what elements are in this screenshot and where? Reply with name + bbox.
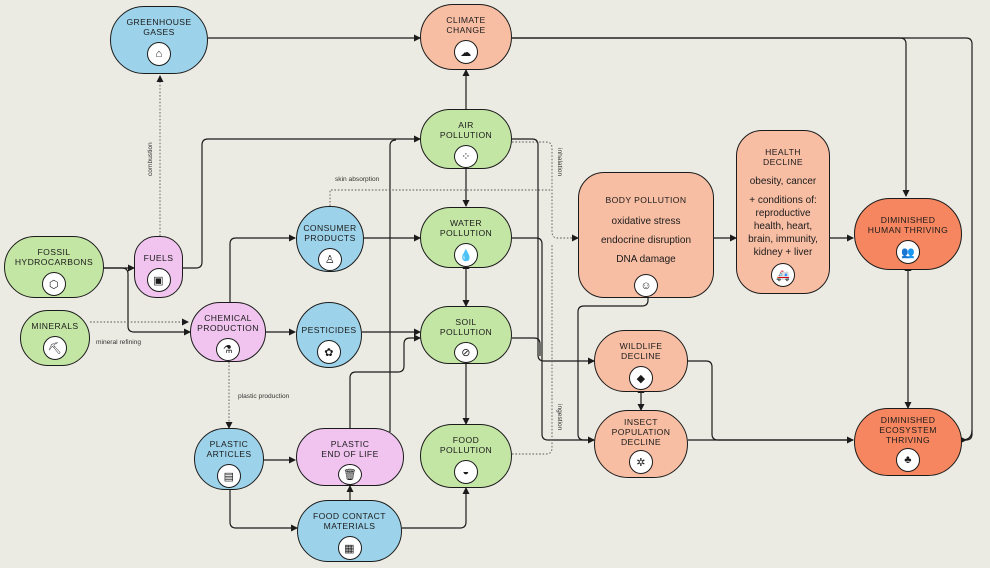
node-food-contact-materials[interactable]: FOOD CONTACT MATERIALS ▦ (297, 500, 402, 562)
node-diminished-ecosystem-thriving[interactable]: DIMINISHED ECOSYSTEM THRIVING ♣ (854, 408, 962, 476)
edge-label-combustion: combustion (147, 142, 154, 176)
fish-icon: ◆ (629, 366, 653, 390)
plastic-end-of-life-label: PLASTIC END OF LIFE (321, 439, 379, 459)
edge-label-mineral-refining: mineral refining (96, 339, 142, 346)
fossil-hydrocarbons-label: FOSSIL HYDROCARBONS (14, 247, 94, 267)
consumer-products-label: CONSUMER PRODUCTS (303, 223, 357, 243)
molecules-icon: ⁘ (454, 145, 478, 168)
trees-icon: ♣ (896, 448, 920, 472)
health-effect-conditions: + conditions of: reproductive health, he… (748, 195, 818, 258)
edge-label-plastic-production: plastic production (238, 393, 290, 400)
beetle-icon: ✲ (629, 450, 653, 474)
food-pollution-label: FOOD POLLUTION (439, 435, 493, 455)
edge-articles-foodcontact (229, 490, 298, 532)
edge-label-inhalation: inhalation (556, 148, 563, 177)
wildlife-decline-label: WILDLIFE DECLINE (619, 341, 663, 361)
node-plastic-end-of-life[interactable]: PLASTIC END OF LIFE 🗑 (296, 428, 404, 486)
node-water-pollution[interactable]: WATER POLLUTION 💧 (420, 207, 512, 268)
diminished-ecosystem-thriving-label: DIMINISHED ECOSYSTEM THRIVING (879, 415, 937, 445)
body-effect-endocrine-disruption: endocrine disruption (600, 235, 692, 246)
pickaxe-icon: ⛏ (43, 336, 67, 360)
person-icon: ☺ (634, 274, 658, 297)
edge-foodcontact-food (402, 487, 470, 529)
node-climate-change[interactable]: CLIMATE CHANGE ☁ (420, 4, 512, 70)
soil-pollution-label: SOIL POLLUTION (439, 317, 493, 337)
containers-icon: ▦ (337, 536, 362, 560)
chemical-production-label: CHEMICAL PRODUCTION (197, 313, 259, 333)
health-decline-label: HEALTH DECLINE (762, 147, 804, 167)
edge-chemical-consumer (229, 234, 296, 302)
fuels-label: FUELS (143, 253, 174, 263)
node-pesticides[interactable]: PESTICIDES ✿ (296, 302, 362, 368)
plastic-articles-label: PLASTIC ARTICLES (206, 439, 252, 459)
node-greenhouse-gases[interactable]: GREENHOUSE GASES ⌂ (110, 6, 208, 74)
plastic-bottles-icon: ▤ (217, 464, 241, 488)
node-fuels[interactable]: FUELS ▣ (134, 236, 183, 298)
minerals-label: MINERALS (31, 321, 79, 331)
health-effect-obesity-cancer: obesity, cancer (749, 176, 817, 187)
fuel-can-icon: ▣ (146, 268, 171, 292)
edge-fossil-chemical (104, 267, 191, 336)
edge-food-ingestion-dotted (512, 244, 553, 455)
node-food-pollution[interactable]: FOOD POLLUTION ◒ (420, 424, 512, 488)
edge-air-inhalation-dotted (512, 141, 579, 242)
edge-label-ingestion: ingestion (556, 404, 563, 431)
edge-climate-ecosystem (512, 37, 973, 441)
ambulance-icon: 🚑 (771, 263, 795, 287)
node-fossil-hydrocarbons[interactable]: FOSSIL HYDROCARBONS ⬡ (4, 236, 104, 298)
edge-eol-soil (349, 334, 421, 432)
bottle-icon: ♙ (318, 248, 342, 271)
edge-fuels-air (183, 135, 421, 269)
people-icon: 👥 (896, 240, 920, 264)
node-wildlife-decline[interactable]: WILDLIFE DECLINE ◆ (594, 330, 688, 392)
node-body-pollution[interactable]: BODY POLLUTION oxidative stress endocrin… (578, 172, 714, 298)
edge-soil-wildlife (512, 337, 541, 356)
trash-bin-icon: 🗑 (338, 464, 362, 485)
food-contact-materials-label: FOOD CONTACT MATERIALS (313, 511, 386, 531)
soil-icon: ⊘ (454, 342, 478, 363)
node-diminished-human-thriving[interactable]: DIMINISHED HUMAN THRIVING 👥 (854, 198, 962, 270)
food-bowl-icon: ◒ (454, 460, 478, 484)
edge-body-insect (577, 290, 649, 441)
node-minerals[interactable]: MINERALS ⛏ (20, 310, 90, 366)
edge-wildlife-ecosystem (688, 360, 854, 444)
insect-population-decline-label: INSECT POPULATION DECLINE (611, 417, 671, 447)
water-pollution-label: WATER POLLUTION (439, 218, 493, 238)
storm-cloud-icon: ☁ (454, 40, 478, 64)
node-consumer-products[interactable]: CONSUMER PRODUCTS ♙ (296, 206, 364, 272)
body-effect-dna-damage: DNA damage (616, 254, 676, 265)
edge-eol-air (389, 139, 397, 432)
sprayer-icon: ✿ (317, 340, 341, 364)
droplets-icon: 💧 (454, 243, 478, 267)
diminished-human-thriving-label: DIMINISHED HUMAN THRIVING (867, 215, 949, 235)
greenhouse-gases-label: GREENHOUSE GASES (126, 17, 192, 37)
node-plastic-articles[interactable]: PLASTIC ARTICLES ▤ (194, 428, 264, 490)
body-pollution-label: BODY POLLUTION (605, 195, 687, 205)
edge-water-insect (512, 237, 595, 444)
flask-icon: ⚗ (216, 338, 240, 361)
climate-change-label: CLIMATE CHANGE (446, 15, 486, 35)
node-soil-pollution[interactable]: SOIL POLLUTION ⊘ (420, 306, 512, 364)
edge-label-skin-absorption: skin absorption (335, 176, 380, 183)
node-insect-population-decline[interactable]: INSECT POPULATION DECLINE ✲ (594, 410, 688, 478)
edge-climate-human (512, 37, 910, 197)
edge-consumer-skin-dotted (329, 189, 552, 206)
node-health-decline[interactable]: HEALTH DECLINE obesity, cancer + conditi… (736, 130, 830, 294)
node-air-pollution[interactable]: AIR POLLUTION ⁘ (420, 109, 512, 169)
pesticides-label: PESTICIDES (301, 325, 357, 335)
node-chemical-production[interactable]: CHEMICAL PRODUCTION ⚗ (190, 302, 266, 362)
hexagon-molecule-icon: ⬡ (42, 272, 66, 296)
factory-icon: ⌂ (147, 42, 171, 66)
air-pollution-label: AIR POLLUTION (439, 120, 493, 140)
body-effect-oxidative-stress: oxidative stress (611, 216, 681, 227)
